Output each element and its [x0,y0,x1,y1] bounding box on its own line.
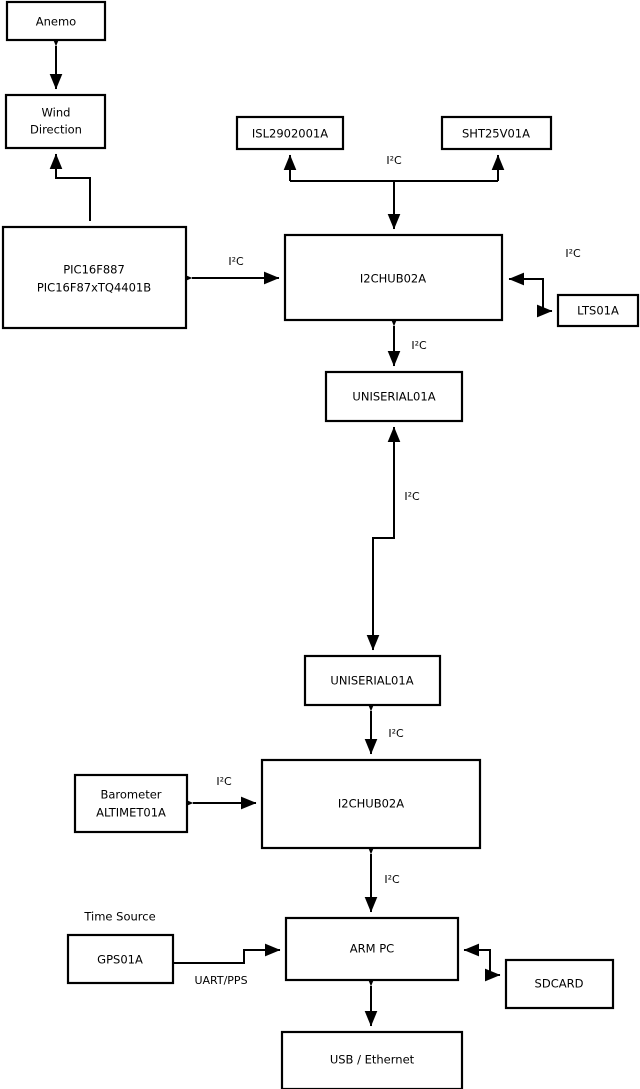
node-label-isl2902001a: ISL2902001A [252,127,328,141]
node-label-usb-ethernet: USB / Ethernet [330,1053,415,1067]
edge-label-i2c-sensor-bus: I²C [386,154,402,167]
node-pic-microcontroller[interactable]: PIC16F887 PIC16F87xTQ4401B [1,225,188,330]
node-label-arm-pc: ARM PC [350,942,394,956]
edge-label-i2c-long-link: I²C [404,490,420,503]
node-i2chub02a-top[interactable]: I2CHUB02A [283,233,504,322]
node-label-lts01a: LTS01A [577,304,619,318]
node-anemo[interactable]: Anemo [5,0,107,42]
node-lts01a[interactable]: LTS01A [556,293,640,328]
edge-gps-armpc [173,943,281,964]
edge-label-i2c-uniserial-lower-hub: I²C [388,727,404,740]
edge-labels-layer: I²C I²C I²C I²C I²C I²C I²C I²C UART/PPS [194,154,581,987]
node-barometer-altimet01a[interactable]: Barometer ALTIMET01A [73,773,189,834]
edge-label-i2c-lts: I²C [565,247,581,260]
node-sdcard[interactable]: SDCARD [504,958,615,1010]
node-label-barometer-line2: ALTIMET01A [96,806,166,820]
edge-label-uart-pps: UART/PPS [194,974,247,987]
node-label-wind-direction-line1: Wind [42,106,71,120]
edge-hubtop-to-lts [509,278,553,318]
node-sht25v01a[interactable]: SHT25V01A [440,115,553,151]
node-wind-direction[interactable]: Wind Direction [4,93,107,150]
edge-label-i2c-hub-uniserial-upper: I²C [411,339,427,352]
node-label-i2chub02a-top: I2CHUB02A [360,272,426,286]
edge-lts-to-hubtop [508,272,544,311]
free-labels-layer: Time Source [83,910,155,924]
node-label-pic-line2: PIC16F87xTQ4401B [37,281,151,295]
node-label-barometer-line1: Barometer [100,788,161,802]
node-label-sdcard: SDCARD [535,977,584,991]
node-label-anemo: Anemo [36,15,76,29]
edge-pic-winddirection [49,153,91,221]
edge-sdcard-to-armpc [463,943,491,975]
edge-longlink-up [372,426,401,600]
edge-label-i2c-pic-hub: I²C [228,255,244,268]
node-i2chub02a-bottom[interactable]: I2CHUB02A [260,758,482,850]
node-label-sht25v01a: SHT25V01A [462,127,530,141]
node-label-gps01a: GPS01A [97,953,143,967]
edge-armpc-to-sdcard [464,949,501,982]
node-usb-ethernet[interactable]: USB / Ethernet [280,1030,464,1089]
node-label-wind-direction-line2: Direction [30,123,82,137]
node-uniserial01a-lower[interactable]: UNISERIAL01A [303,654,442,707]
edge-label-i2c-hub-armpc: I²C [384,873,400,886]
node-isl2902001a[interactable]: ISL2902001A [235,115,345,151]
node-label-uniserial01a-lower: UNISERIAL01A [330,674,413,688]
node-arm-pc[interactable]: ARM PC [284,916,460,982]
node-label-pic-line1: PIC16F887 [63,263,125,277]
label-time-source: Time Source [83,910,155,924]
node-label-uniserial01a-upper: UNISERIAL01A [352,390,435,404]
node-uniserial01a-upper[interactable]: UNISERIAL01A [324,370,464,423]
node-gps01a[interactable]: GPS01A [66,933,175,985]
edge-label-i2c-barometer: I²C [216,775,232,788]
node-label-i2chub02a-bottom: I2CHUB02A [338,797,404,811]
edges-layer [49,30,553,1027]
